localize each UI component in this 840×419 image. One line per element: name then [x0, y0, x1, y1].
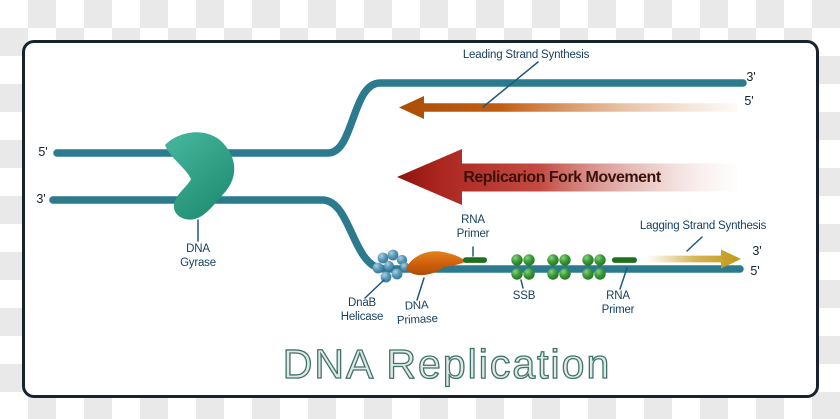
fork-movement-arrow [397, 149, 737, 205]
strand-end-right-bottom-template: 5' [750, 264, 760, 278]
rna-primer-right-label: RNA Primer [578, 289, 658, 317]
rna-primer-right-segment [612, 257, 637, 263]
rna-primer-fork-label: RNA Primer [433, 213, 513, 241]
ssb-sphere [511, 268, 523, 280]
rna-primer-fork-label-line1: RNA [461, 214, 485, 226]
strand-end-right-bottom-new: 3' [752, 244, 762, 258]
ssb-sphere [511, 254, 523, 266]
strand-end-left-bottom: 3' [36, 192, 46, 206]
rna-primer-right-label-line1: RNA [606, 290, 630, 302]
ssb-sphere [559, 268, 571, 280]
strand-end-right-top-new: 3' [746, 70, 756, 84]
dna-primase-label: DNA Primase [376, 297, 457, 329]
dnab-helicase-label-line1: DnaB [348, 297, 376, 309]
ssb-sphere [594, 268, 606, 280]
parental-strand-top [53, 79, 747, 157]
leading-synthesis-arrow [399, 96, 738, 119]
helicase-sphere [384, 261, 394, 271]
ssb-sphere [523, 254, 535, 266]
ssb-sphere [547, 254, 559, 266]
helicase-sphere [387, 249, 399, 261]
ssb-pointer-line [520, 279, 524, 289]
strand-end-right-top-template: 5' [744, 94, 754, 108]
helicase-pointer-line [364, 279, 385, 299]
dna-gyrase-label-line2: Gyrase [180, 257, 216, 269]
ssb-sphere [559, 254, 571, 266]
pointer-lines [197, 61, 703, 301]
ssb-label: SSB [512, 290, 536, 302]
rna-primer-right-pointer-line [619, 267, 628, 290]
rna-primer-fork-label-line2: Primer [456, 228, 490, 240]
ssb-sphere [523, 268, 535, 280]
dnab-helicase-label-line2: Helicase [340, 311, 384, 323]
dnab-helicase-cluster [372, 249, 410, 283]
ssb-sphere [547, 268, 559, 280]
lagging-pointer-line [686, 236, 703, 252]
helicase-sphere [372, 262, 384, 274]
leading-strand-synthesis-label: Leading Strand Synthesis [462, 49, 590, 61]
dna-primase-shape [406, 251, 466, 276]
lagging-synthesis-arrow [648, 249, 741, 269]
lagging-strand-synthesis-label: Lagging Strand Synthesis [639, 220, 767, 232]
helicase-sphere [377, 252, 389, 264]
ssb-sphere [582, 268, 594, 280]
rna-primer-fork-segment [463, 257, 487, 263]
dna-gyrase-label-line1: DNA [186, 243, 210, 255]
fork-movement-label: Replicarion Fork Movement [463, 169, 661, 186]
diagram-title: DNA Replication [282, 340, 612, 387]
ssb-sphere [594, 254, 606, 266]
dna-gyrase-label: DNA Gyrase [158, 242, 238, 270]
rna-primer-right-label-line2: Primer [601, 304, 635, 316]
ssb-clusters [511, 254, 606, 280]
helicase-sphere [391, 268, 403, 280]
ssb-sphere [582, 254, 594, 266]
strand-end-left-top: 5' [38, 145, 48, 159]
dna-gyrase-shape [165, 132, 235, 220]
dnab-helicase-label: DnaB Helicase [322, 296, 402, 324]
primase-pointer-line [416, 277, 425, 301]
leading-pointer-line [482, 61, 539, 108]
